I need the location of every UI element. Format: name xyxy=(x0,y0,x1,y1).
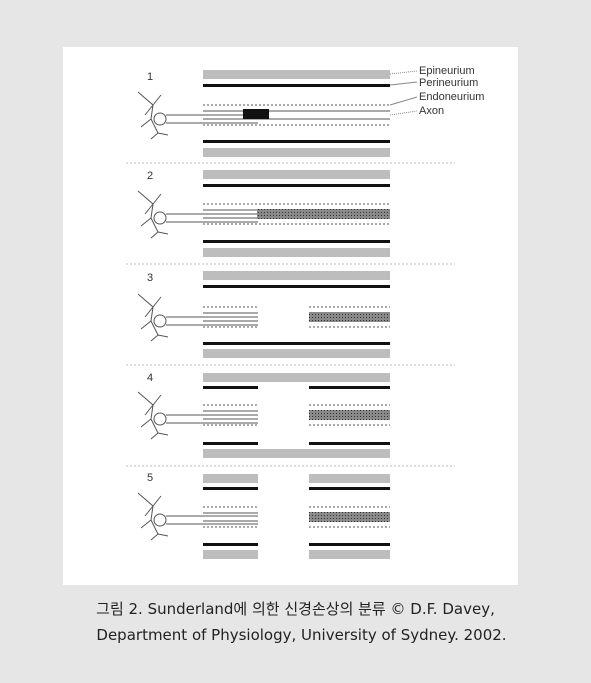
stage-number: 5 xyxy=(147,472,153,484)
epineurium-bar xyxy=(203,449,390,458)
stage-4: 4 xyxy=(137,372,390,458)
figure-caption: 그림 2. Sunderland에 의한 신경손상의 분류 © D.F. Dav… xyxy=(0,596,591,648)
perineurium-bar xyxy=(309,386,390,389)
sunderland-classification-diagram: 1 Epineurium Perineurium Endoneurium Axo… xyxy=(126,65,484,559)
perineurium-bar xyxy=(203,84,390,87)
perineurium-bar xyxy=(309,487,390,490)
epineurium-bar xyxy=(203,474,258,483)
perineurium-bar xyxy=(203,285,390,288)
perineurium-label: Perineurium xyxy=(419,77,478,89)
degeneration-segment xyxy=(309,312,390,322)
epineurium-bar xyxy=(203,550,258,559)
epineurium-bar xyxy=(203,248,390,257)
perineurium-bar xyxy=(203,240,390,243)
lesion-block xyxy=(243,109,269,119)
neuron-icon xyxy=(137,391,258,440)
degeneration-segment xyxy=(257,209,390,219)
degeneration-segment xyxy=(309,410,390,420)
diagram-panel xyxy=(63,47,518,585)
axon-label: Axon xyxy=(419,105,444,117)
neuron-icon xyxy=(137,293,258,342)
perineurium-bar xyxy=(203,386,258,389)
epineurium-bar xyxy=(203,70,390,79)
degeneration-segment xyxy=(309,512,390,522)
perineurium-bar xyxy=(203,342,390,345)
neuron-icon xyxy=(137,492,258,541)
perineurium-bar xyxy=(203,140,390,143)
epineurium-bar xyxy=(203,373,390,382)
perineurium-bar xyxy=(309,543,390,546)
neuron-icon xyxy=(137,91,258,140)
epineurium-bar xyxy=(203,148,390,157)
stage-1: 1 Epineurium Perineurium Endoneurium Axo… xyxy=(137,65,484,157)
caption-line-2: Department of Physiology, University of … xyxy=(96,626,507,644)
epineurium-bar xyxy=(309,474,390,483)
epineurium-label: Epineurium xyxy=(419,65,475,77)
endoneurium-label: Endoneurium xyxy=(419,91,484,103)
epineurium-bar xyxy=(309,550,390,559)
epineurium-bar xyxy=(203,349,390,358)
stage-number: 2 xyxy=(147,170,153,182)
stage-2: 2 xyxy=(137,170,390,257)
stage-number: 1 xyxy=(147,71,153,83)
perineurium-bar xyxy=(203,543,258,546)
perineurium-bar xyxy=(203,487,258,490)
epineurium-bar xyxy=(203,271,390,280)
stage-number: 4 xyxy=(147,372,153,384)
perineurium-bar xyxy=(309,442,390,445)
stage-5: 5 xyxy=(137,472,390,559)
perineurium-bar xyxy=(203,184,390,187)
perineurium-bar xyxy=(203,442,258,445)
stage-number: 3 xyxy=(147,272,153,284)
caption-line-1: 그림 2. Sunderland에 의한 신경손상의 분류 © D.F. Dav… xyxy=(96,600,495,618)
epineurium-bar xyxy=(203,170,390,179)
stage-3: 3 xyxy=(137,271,390,358)
neuron-icon xyxy=(137,190,258,239)
